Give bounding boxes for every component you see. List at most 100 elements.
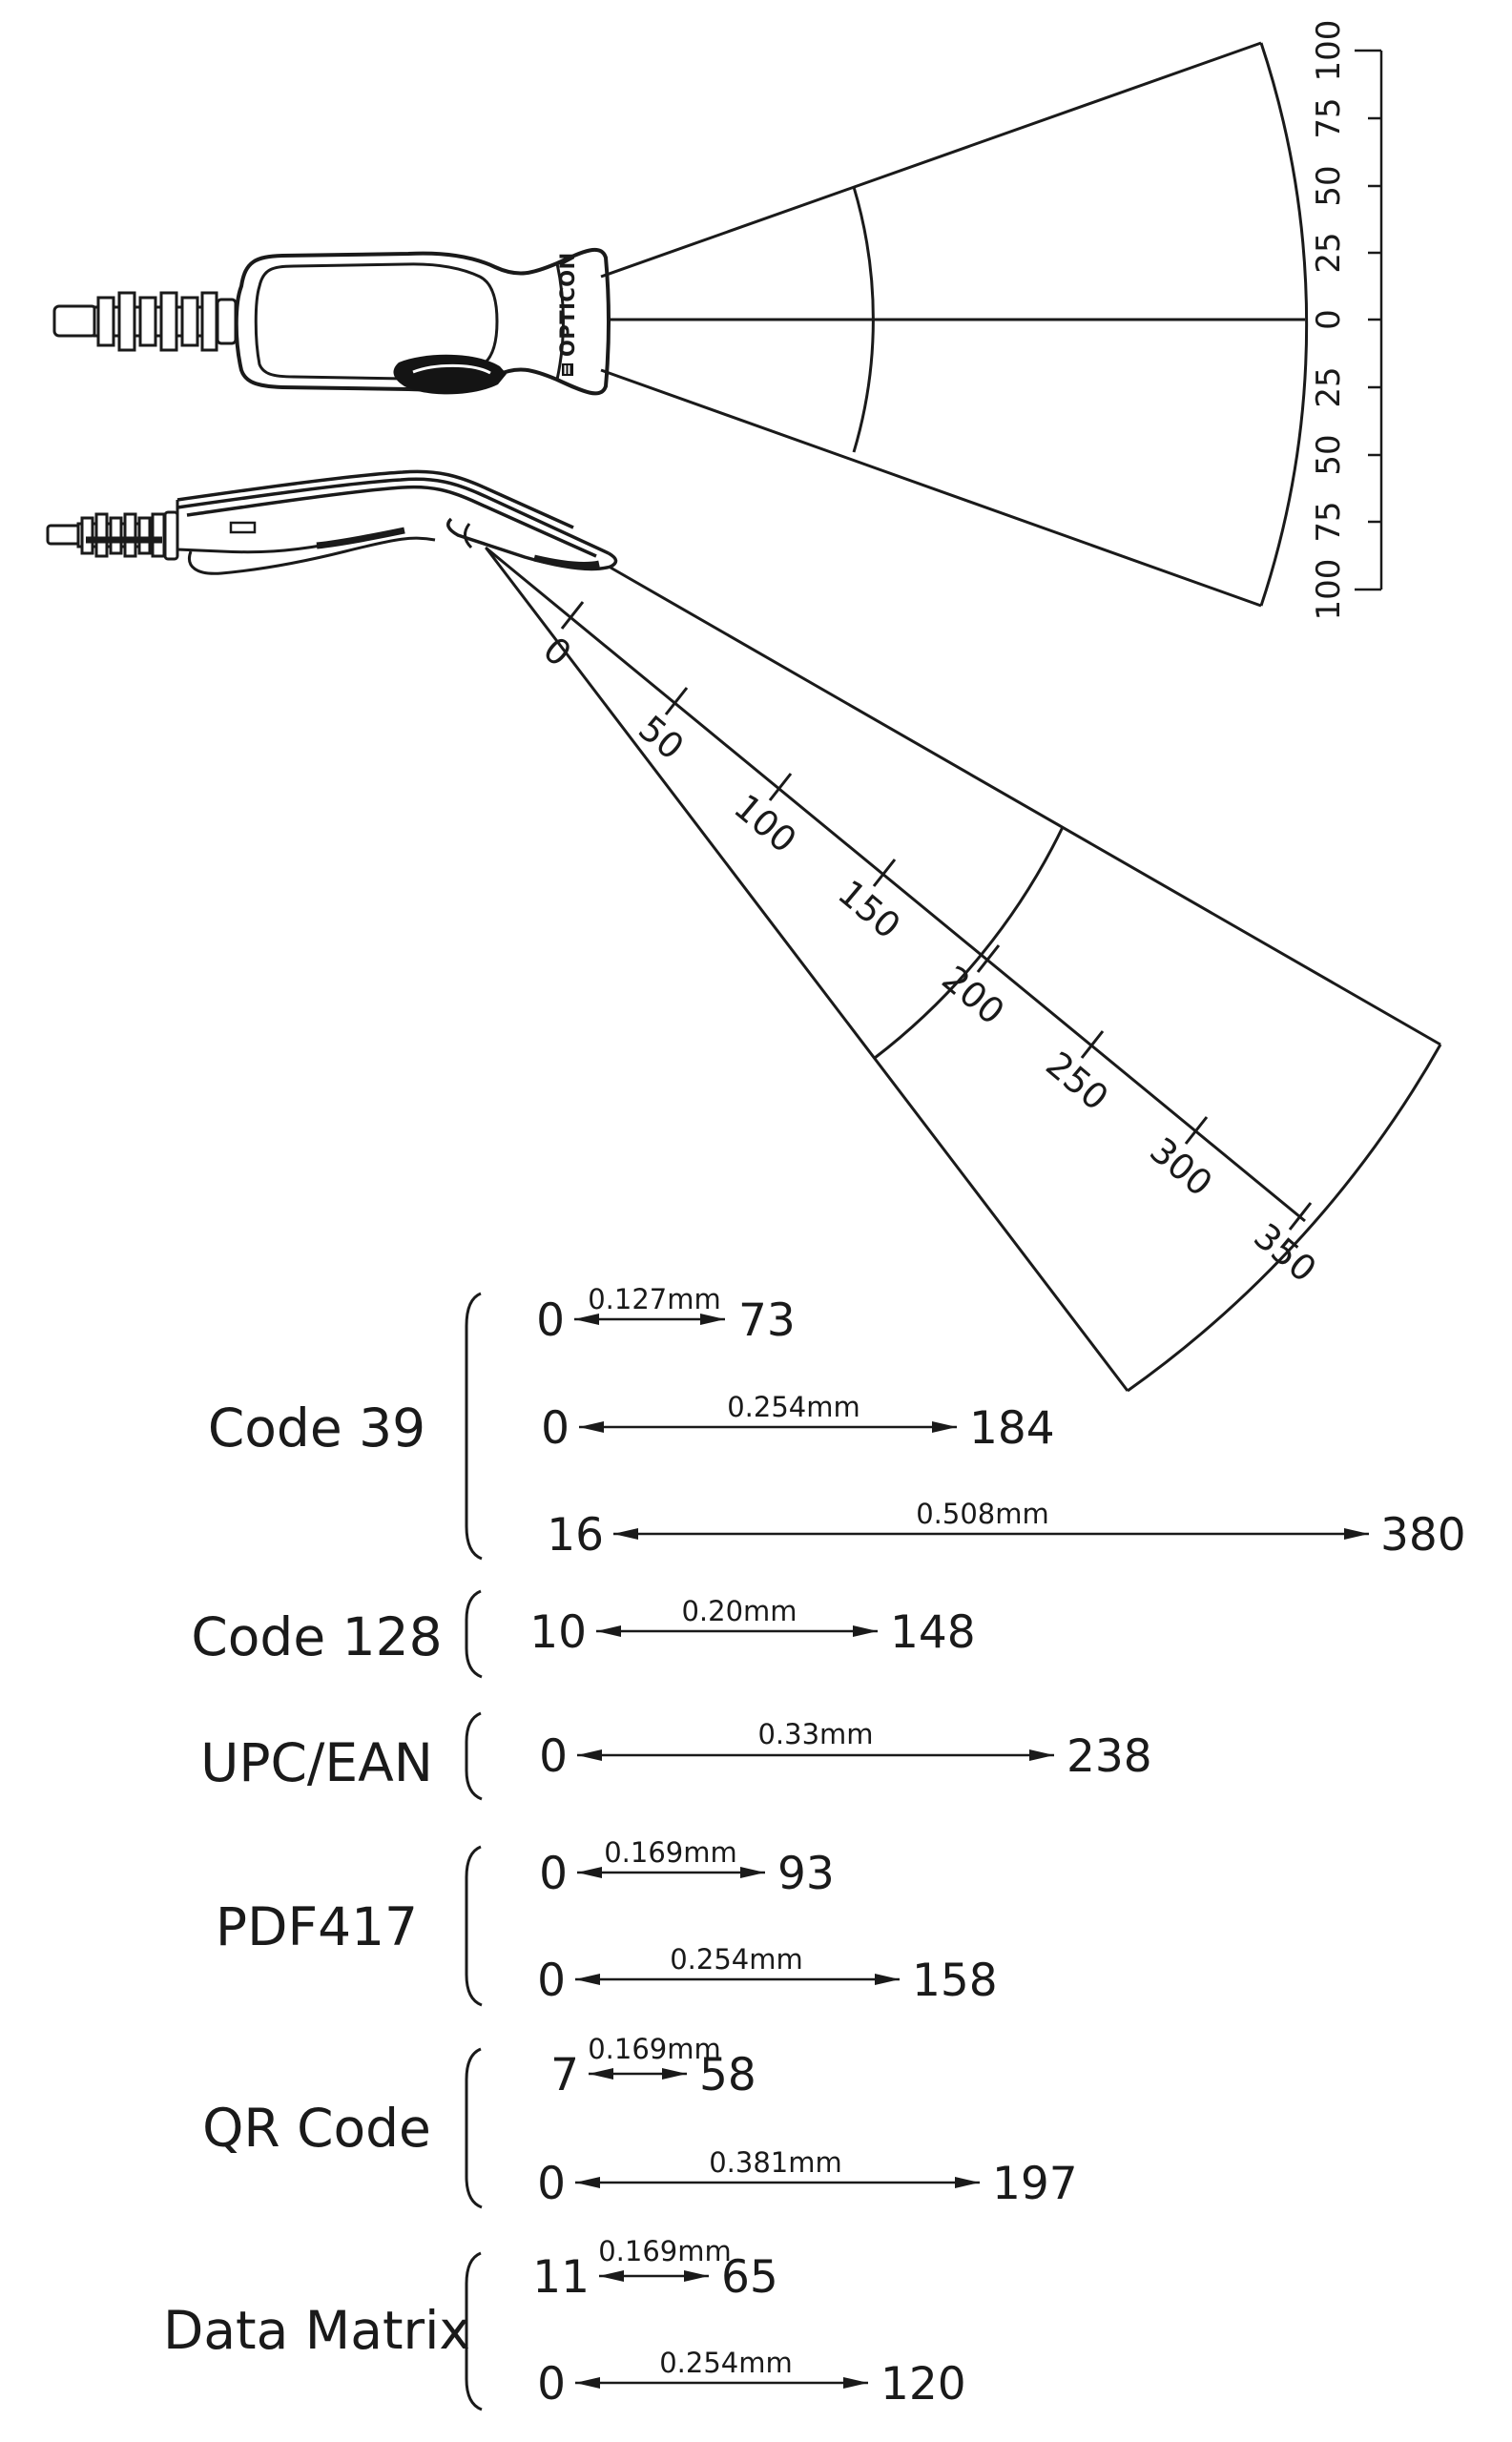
range-resolution: 0.169mm xyxy=(604,1836,737,1869)
brace-qrcode xyxy=(465,2047,483,2209)
range-resolution: 0.169mm xyxy=(598,2235,732,2267)
cable-plug-side xyxy=(46,524,81,546)
distance-tick-label: 100 xyxy=(726,786,804,860)
side-fan-lower-edge xyxy=(485,548,1129,1392)
width-ruler: 100 75 50 25 0 25 50 75 100 xyxy=(1310,20,1383,621)
side-beam-fan: 0 50 100 150 200 250 300 350 xyxy=(485,546,1442,1393)
side-chin xyxy=(188,536,436,575)
range-min: 0 xyxy=(539,1730,568,1783)
side-body-top-seams xyxy=(176,469,610,558)
range-min: 7 xyxy=(550,2049,579,2101)
range-max: 380 xyxy=(1380,1509,1466,1562)
range-resolution: 0.254mm xyxy=(670,1943,803,1976)
scanner-side-view-drawing xyxy=(46,469,618,575)
side-fan-tick-marks xyxy=(560,601,1313,1231)
range-row: 0 0.381mm 197 xyxy=(537,2146,1078,2210)
cable-coil-bar-top xyxy=(93,305,222,338)
range-min: 0 xyxy=(536,1294,565,1347)
range-row: 0 0.254mm 158 xyxy=(537,1943,998,2007)
group-label-code128: Code 128 xyxy=(191,1606,442,1667)
brace-pdf417 xyxy=(465,1845,483,2007)
side-dark-accents xyxy=(86,527,600,569)
range-row: 10 0.20mm 148 xyxy=(529,1595,976,1659)
ruler-label: 25 xyxy=(1310,232,1348,273)
scanner-body-top-innerline xyxy=(254,262,499,381)
range-resolution: 0.508mm xyxy=(916,1498,1049,1530)
range-resolution: 0.33mm xyxy=(757,1718,873,1750)
scanner-top-view-drawing: OPTICON xyxy=(52,248,611,396)
range-max: 120 xyxy=(880,2358,966,2411)
cable-coil-ribs-top xyxy=(96,291,218,352)
scan-window-curl xyxy=(464,523,473,549)
range-resolution: 0.381mm xyxy=(709,2146,842,2179)
brace-code39 xyxy=(465,1292,483,1561)
ruler-label: 25 xyxy=(1310,366,1348,407)
ruler-label: 0 xyxy=(1310,309,1348,330)
ruler-label: 100 xyxy=(1310,20,1348,82)
range-row: 7 0.169mm 58 xyxy=(550,2033,756,2101)
range-max: 73 xyxy=(738,1294,796,1347)
ruler-label: 100 xyxy=(1310,559,1348,621)
range-resolution: 0.20mm xyxy=(681,1595,797,1627)
scanner-body-top-outline xyxy=(234,248,611,396)
ruler-ticks xyxy=(1355,49,1381,591)
range-resolution: 0.127mm xyxy=(588,1283,721,1315)
side-fan-upper-edge xyxy=(610,566,1441,1046)
top-fan-lower-edge xyxy=(600,368,1262,608)
top-fan-mid-arc xyxy=(852,186,875,453)
cable-plug-top xyxy=(52,304,98,338)
range-row: 0 0.169mm 93 xyxy=(539,1836,835,1900)
range-min: 0 xyxy=(537,1955,566,2007)
cable-coil-ribs-side xyxy=(80,512,166,558)
range-min: 0 xyxy=(537,2358,566,2411)
opticon-logo: OPTICON xyxy=(556,252,579,376)
scanner-head-seam xyxy=(555,262,565,381)
brace-code128 xyxy=(465,1589,483,1679)
group-label-code39: Code 39 xyxy=(208,1397,425,1459)
side-body-underside xyxy=(176,500,327,554)
brace-upcean xyxy=(465,1711,483,1801)
opticon-logo-icon xyxy=(562,363,573,376)
ruler-label: 75 xyxy=(1310,97,1348,138)
group-label-datamatrix: Data Matrix xyxy=(163,2300,470,2361)
side-fan-mid-arc xyxy=(874,826,1065,1060)
range-max: 238 xyxy=(1067,1730,1152,1783)
side-fan-outer-arc xyxy=(1127,1044,1442,1393)
trigger-top xyxy=(393,354,507,395)
opticon-logo-text: OPTICON xyxy=(556,252,579,357)
range-min: 11 xyxy=(532,2251,590,2304)
range-row: 0 0.127mm 73 xyxy=(536,1283,796,1347)
range-max: 148 xyxy=(890,1606,976,1659)
range-row: 0 0.254mm 184 xyxy=(541,1391,1055,1455)
distance-tick-label: 0 xyxy=(535,629,579,674)
range-max: 184 xyxy=(969,1402,1055,1455)
range-row: 0 0.254mm 120 xyxy=(537,2347,966,2411)
group-label-upcean: UPC/EAN xyxy=(200,1732,433,1793)
top-fan-outer-arc xyxy=(1259,42,1309,607)
brace-datamatrix xyxy=(465,2251,483,2411)
group-label-qrcode: QR Code xyxy=(202,2098,431,2159)
top-fan-upper-edge xyxy=(600,41,1262,279)
range-min: 0 xyxy=(537,2158,566,2210)
range-max: 158 xyxy=(912,1955,998,2007)
range-resolution: 0.254mm xyxy=(727,1391,860,1423)
range-row: 0 0.33mm 238 xyxy=(539,1718,1152,1783)
range-min: 10 xyxy=(529,1606,587,1659)
cable-collar-top xyxy=(216,298,238,345)
side-button xyxy=(229,521,257,534)
distance-tick-label: 50 xyxy=(631,708,692,768)
group-label-pdf417: PDF417 xyxy=(216,1896,418,1957)
range-row: 16 0.508mm 380 xyxy=(547,1498,1466,1562)
range-row: 11 0.169mm 65 xyxy=(532,2235,778,2304)
range-min: 0 xyxy=(539,1848,568,1900)
trigger-highlight xyxy=(412,363,491,375)
range-resolution: 0.169mm xyxy=(588,2033,721,2065)
range-resolution: 0.254mm xyxy=(659,2347,793,2379)
top-beam-fan xyxy=(600,41,1309,608)
range-max: 93 xyxy=(777,1848,835,1900)
range-max: 58 xyxy=(699,2049,756,2101)
range-max: 65 xyxy=(721,2251,778,2304)
ruler-label: 75 xyxy=(1310,501,1348,542)
